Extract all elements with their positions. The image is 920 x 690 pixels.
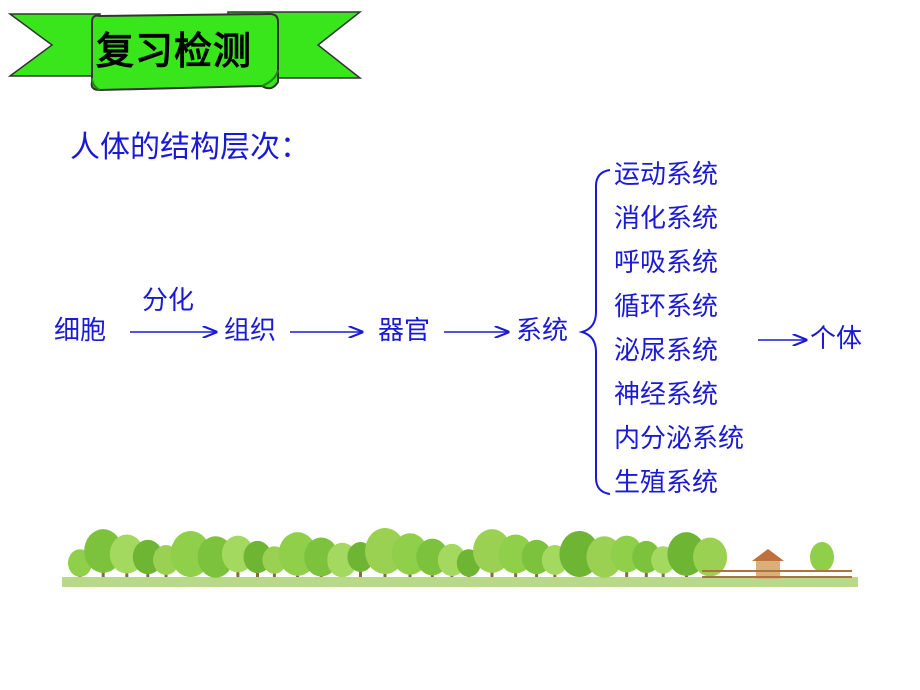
system-item: 内分泌系统 xyxy=(614,424,745,454)
system-item: 循环系统 xyxy=(614,292,719,322)
node-tissue: 组织 xyxy=(224,316,277,346)
system-item: 泌尿系统 xyxy=(614,336,719,366)
title-banner xyxy=(7,11,363,92)
node-cell: 细胞 xyxy=(54,316,107,346)
decorative-treeline xyxy=(62,528,858,587)
house-icon xyxy=(752,549,784,579)
tree-icon xyxy=(693,537,728,577)
node-organ: 器官 xyxy=(378,316,431,346)
system-item: 呼吸系统 xyxy=(614,248,719,278)
label-differentiation: 分化 xyxy=(142,286,195,316)
fence-icon xyxy=(702,570,852,578)
node-individual: 个体 xyxy=(810,324,863,354)
system-item: 生殖系统 xyxy=(614,468,719,498)
systems-brace xyxy=(578,169,611,495)
system-item: 消化系统 xyxy=(614,204,719,234)
system-item: 神经系统 xyxy=(614,380,719,410)
tree-icon xyxy=(810,542,834,572)
node-system: 系统 xyxy=(516,316,569,346)
system-item: 运动系统 xyxy=(614,160,719,190)
banner-title: 复习检测 xyxy=(96,29,253,73)
page-heading: 人体的结构层次： xyxy=(70,130,310,165)
